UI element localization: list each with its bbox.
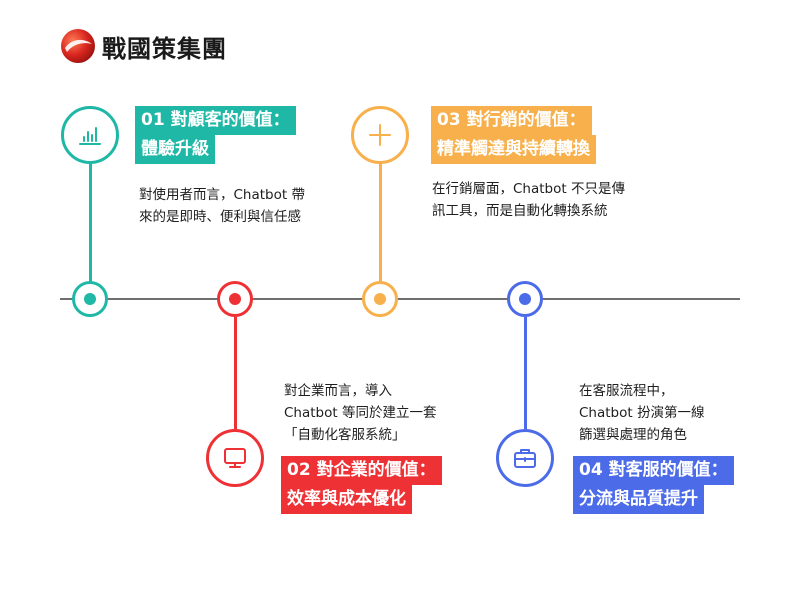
node-dot bbox=[519, 293, 531, 305]
monitor-icon bbox=[224, 448, 246, 468]
title-01-line1: 01 對顧客的價值： bbox=[135, 106, 296, 135]
briefcase-icon bbox=[514, 449, 536, 468]
connector-03 bbox=[379, 163, 382, 283]
node-dot bbox=[374, 293, 386, 305]
description-03-line2: 訊工具，而是自動化轉換系統 bbox=[432, 203, 608, 219]
description-03: 在行銷層面，Chatbot 不只是傳 訊工具，而是自動化轉換系統 bbox=[432, 178, 625, 222]
description-01-line2: 來的是即時、便利與信任感 bbox=[139, 209, 301, 225]
description-04-line1: 在客服流程中， bbox=[579, 383, 674, 399]
title-02-line2: 效率與成本優化 bbox=[281, 485, 412, 514]
description-02: 對企業而言，導入 Chatbot 等同於建立一套 「自動化客服系統」 bbox=[284, 380, 436, 446]
description-01-line1: 對使用者而言，Chatbot 帶 bbox=[139, 187, 305, 203]
icon-circle-01 bbox=[61, 106, 119, 164]
title-01-line2: 體驗升級 bbox=[135, 135, 215, 164]
connector-01 bbox=[89, 163, 92, 283]
description-04-line3: 篩選與處理的角色 bbox=[579, 427, 687, 443]
timeline-axis bbox=[60, 298, 740, 300]
timeline-node-02 bbox=[217, 281, 253, 317]
bar-chart-icon bbox=[79, 127, 101, 145]
title-02-line1: 02 對企業的價值： bbox=[281, 456, 442, 485]
title-03-line1: 03 對行銷的價值： bbox=[431, 106, 592, 135]
description-02-line3: 「自動化客服系統」 bbox=[284, 427, 406, 443]
node-dot bbox=[84, 293, 96, 305]
description-04: 在客服流程中， Chatbot 扮演第一線 篩選與處理的角色 bbox=[579, 380, 704, 446]
description-01: 對使用者而言，Chatbot 帶 來的是即時、便利與信任感 bbox=[139, 184, 305, 228]
title-box-01: 01 對顧客的價值： 體驗升級 bbox=[135, 106, 296, 164]
title-03-line2: 精準觸達與持續轉換 bbox=[431, 135, 596, 164]
title-box-04: 04 對客服的價值： 分流與品質提升 bbox=[573, 456, 734, 514]
title-04-line2: 分流與品質提升 bbox=[573, 485, 704, 514]
title-box-03: 03 對行銷的價值： 精準觸達與持續轉換 bbox=[431, 106, 596, 164]
logo: 戰國策集團 bbox=[60, 28, 227, 64]
timeline-node-01 bbox=[72, 281, 108, 317]
timeline-node-04 bbox=[507, 281, 543, 317]
plus-icon bbox=[369, 124, 391, 146]
title-box-02: 02 對企業的價值： 效率與成本優化 bbox=[281, 456, 442, 514]
icon-circle-02 bbox=[206, 429, 264, 487]
connector-02 bbox=[234, 317, 237, 429]
icon-circle-04 bbox=[496, 429, 554, 487]
title-04-line1: 04 對客服的價值： bbox=[573, 456, 734, 485]
description-02-line2: Chatbot 等同於建立一套 bbox=[284, 405, 437, 421]
logo-text: 戰國策集團 bbox=[102, 33, 227, 63]
description-04-line2: Chatbot 扮演第一線 bbox=[579, 405, 705, 421]
timeline-node-03 bbox=[362, 281, 398, 317]
connector-04 bbox=[524, 317, 527, 429]
node-dot bbox=[229, 293, 241, 305]
icon-circle-03 bbox=[351, 106, 409, 164]
description-03-line1: 在行銷層面，Chatbot 不只是傳 bbox=[432, 181, 625, 197]
logo-mark-icon bbox=[61, 29, 95, 63]
description-02-line1: 對企業而言，導入 bbox=[284, 383, 392, 399]
